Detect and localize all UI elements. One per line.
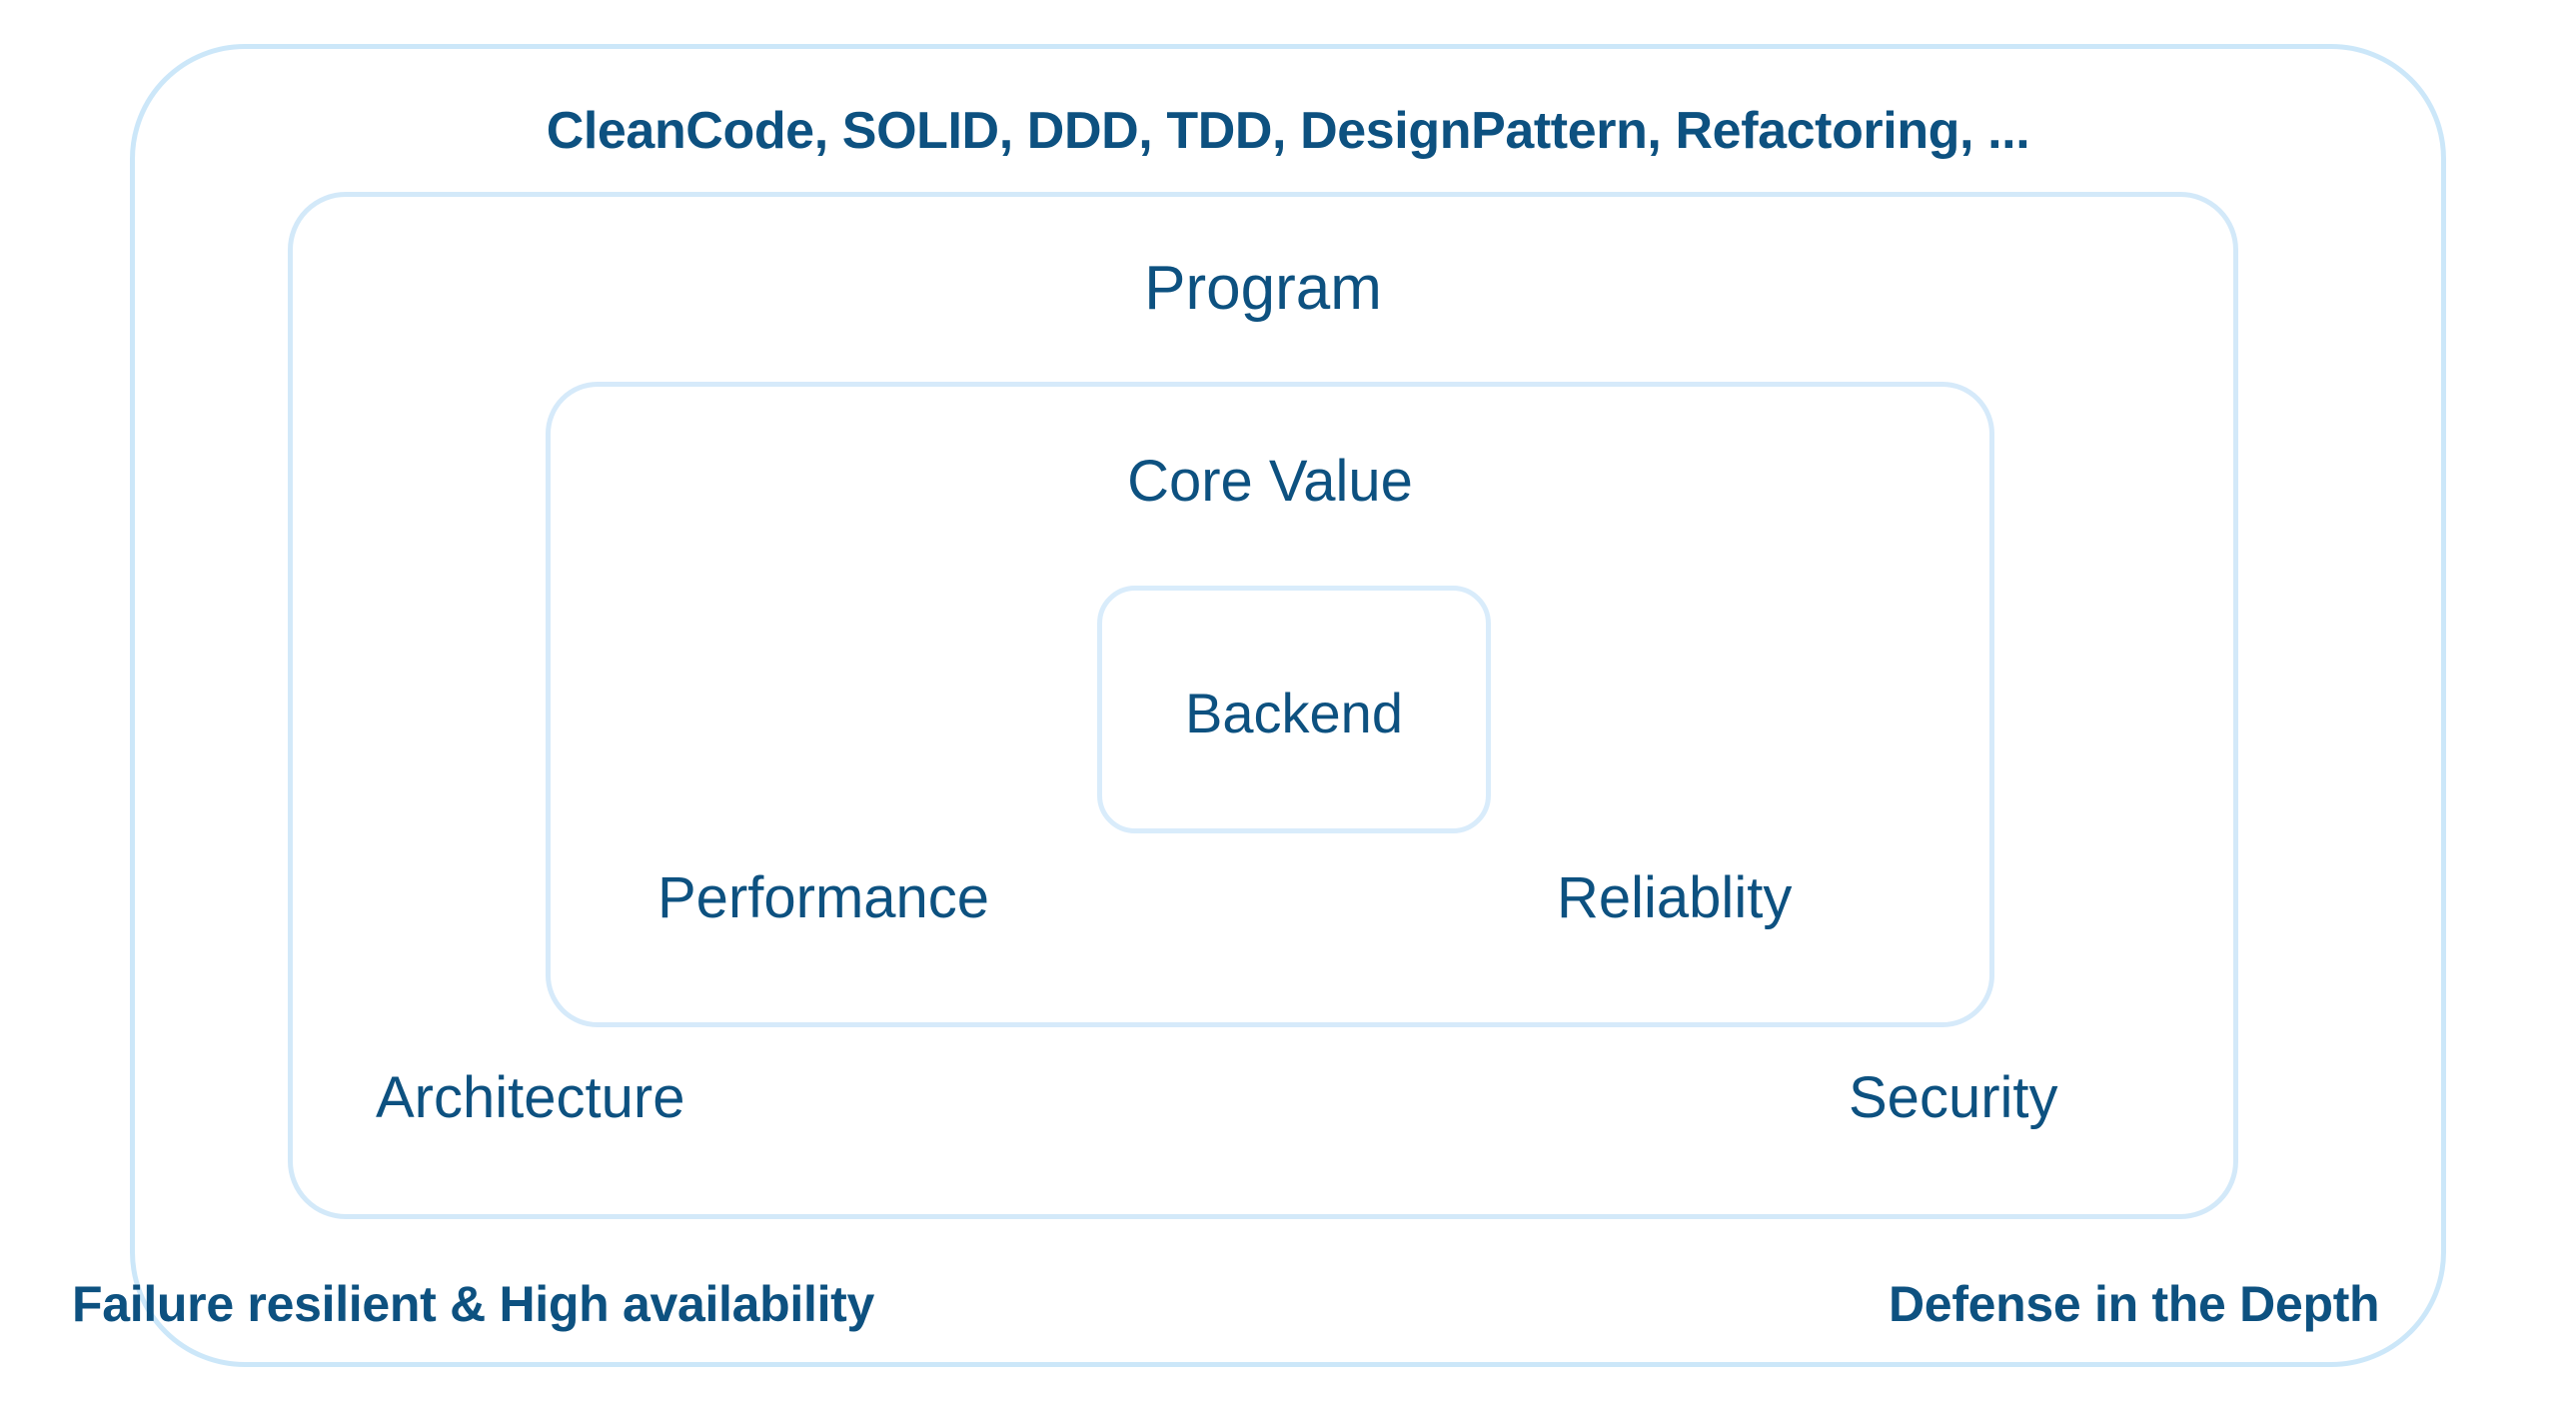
- failure-resilient-label: Failure resilient & High availability: [72, 1276, 875, 1332]
- backend-label: Backend: [1185, 682, 1403, 744]
- program-ring: [288, 192, 2238, 1219]
- tagline-label: CleanCode, SOLID, DDD, TDD, DesignPatter…: [546, 102, 2030, 160]
- program-label: Program: [1144, 254, 1382, 323]
- security-label: Security: [1849, 1065, 2058, 1130]
- core-value-ring: [546, 382, 1994, 1027]
- architecture-label: Architecture: [376, 1065, 685, 1130]
- backend-ring: [1097, 586, 1491, 833]
- defense-in-depth-label: Defense in the Depth: [1889, 1276, 2380, 1332]
- reliability-label: Reliablity: [1557, 865, 1793, 930]
- outer-ring: [130, 44, 2446, 1367]
- performance-label: Performance: [657, 865, 990, 930]
- core-value-label: Core Value: [1127, 449, 1413, 514]
